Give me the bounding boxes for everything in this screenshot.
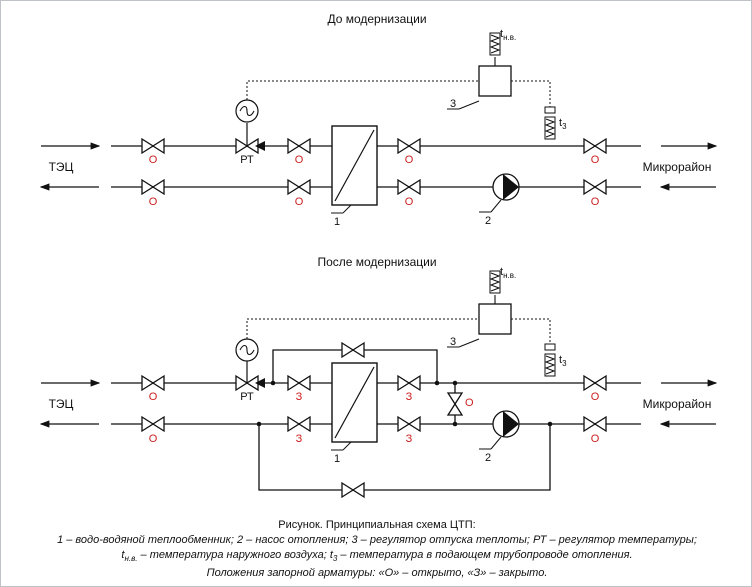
valve-state: О <box>149 391 158 403</box>
valve-state: О <box>591 391 600 403</box>
sensor-signal-line <box>511 80 551 107</box>
rt-label: РТ <box>240 154 254 166</box>
valve-state: З <box>406 433 413 445</box>
regulator-label: 3 <box>450 336 456 348</box>
valve-return-bypass <box>341 482 365 498</box>
sensor-signal-line <box>511 318 551 344</box>
valve-state: О <box>591 196 600 208</box>
valve-state: О <box>149 433 158 445</box>
valve-state: О <box>465 397 474 409</box>
valve-return-hx-out <box>397 416 421 432</box>
caption-title: Рисунок. Принципиальная схема ЦТП: <box>278 519 476 531</box>
valve-return-hx-in <box>287 416 311 432</box>
t-symbol: t <box>329 549 333 561</box>
t-supply-label: t3 <box>559 354 567 368</box>
valve-state: О <box>149 196 158 208</box>
valve-return-hx-out <box>397 179 421 195</box>
t-symbol: t <box>559 117 562 129</box>
return-bypass-pipe <box>258 424 551 491</box>
scheme-before: До модернизации ТЭЦ Микрорайон О О О О О… <box>39 12 718 228</box>
heat-regulator <box>478 303 512 335</box>
t-supply-label: t3 <box>559 117 567 131</box>
valve-state: О <box>405 196 414 208</box>
hx-label: 1 <box>334 216 340 228</box>
valve-supply-hx-in <box>287 375 311 391</box>
scheme-after: После модернизации ТЭЦ Микрорайон О О З <box>39 255 718 498</box>
valve-state: О <box>591 433 600 445</box>
valve-supply-outlet <box>583 138 607 154</box>
source-label: ТЭЦ <box>49 160 74 174</box>
outdoor-temp-sensor-icon <box>489 32 501 56</box>
hx-label: 1 <box>334 453 340 465</box>
scheme-title: До модернизации <box>327 12 426 26</box>
valve-return-outlet <box>583 179 607 195</box>
valve-supply-inlet <box>141 138 165 154</box>
valve-supply-hx-out <box>397 375 421 391</box>
pump-label: 2 <box>485 215 491 227</box>
supply-temp-sensor-icon <box>544 116 556 140</box>
t-subscript: 3 <box>332 554 338 564</box>
t-symbol: t <box>500 28 503 40</box>
caption-text: – температура в подающем трубопроводе от… <box>337 549 633 561</box>
valve-bridge <box>447 392 463 416</box>
supply-temp-sensor-icon <box>544 353 556 377</box>
valve-state: О <box>295 196 304 208</box>
valve-return-inlet <box>141 179 165 195</box>
valve-state: О <box>591 154 600 166</box>
control-signal-line <box>246 80 479 100</box>
valve-state: О <box>149 154 158 166</box>
valve-state: З <box>406 391 413 403</box>
t-outdoor-label: tн.в. <box>500 266 516 280</box>
rt-label: РТ <box>240 391 254 403</box>
control-signal-line <box>246 318 479 339</box>
t-subscript: 3 <box>562 359 567 368</box>
valve-return-outlet <box>583 416 607 432</box>
t-subscript: н.в. <box>503 33 516 42</box>
valve-supply-outlet <box>583 375 607 391</box>
heat-regulator <box>478 65 512 97</box>
caption-legend: 1 – водо-водяной теплообменник; 2 – насо… <box>57 534 697 546</box>
valve-return-inlet <box>141 416 165 432</box>
t-subscript: н.в. <box>124 554 138 564</box>
t-symbol: t <box>559 354 562 366</box>
source-label: ТЭЦ <box>49 397 74 411</box>
t-symbol: t <box>500 266 503 278</box>
caption-valve-states: Положения запорной арматуры: «О» – откры… <box>206 567 548 580</box>
valve-supply-hx-out <box>397 138 421 154</box>
figure-caption: Рисунок. Принципиальная схема ЦТП: 1 – в… <box>1 518 751 581</box>
valve-state: О <box>295 154 304 166</box>
valve-supply-inlet <box>141 375 165 391</box>
t-subscript: 3 <box>562 122 567 131</box>
district-label: Микрорайон <box>643 397 712 411</box>
t-subscript: н.в. <box>503 271 516 280</box>
caption-text: – температура наружного воздуха; <box>137 549 330 561</box>
pump-label: 2 <box>485 452 491 464</box>
valve-supply-bypass <box>341 342 365 358</box>
outdoor-temp-sensor-icon <box>489 270 501 294</box>
rt-actuator-icon <box>255 141 265 151</box>
valve-state: З <box>296 391 303 403</box>
valve-state: З <box>296 433 303 445</box>
rt-actuator-icon <box>255 378 265 388</box>
pump-icon <box>492 410 520 438</box>
scheme-title: После модернизации <box>317 255 436 269</box>
t-outdoor-label: tн.в. <box>500 28 516 42</box>
pump-icon <box>492 173 520 201</box>
regulator-label: 3 <box>450 98 456 110</box>
district-label: Микрорайон <box>643 160 712 174</box>
t-symbol: t <box>121 549 125 561</box>
valve-state: О <box>405 154 414 166</box>
valve-supply-hx-in <box>287 138 311 154</box>
valve-return-hx-in <box>287 179 311 195</box>
caption-temperatures: tн.в. – температура наружного воздуха; t… <box>1 548 751 566</box>
